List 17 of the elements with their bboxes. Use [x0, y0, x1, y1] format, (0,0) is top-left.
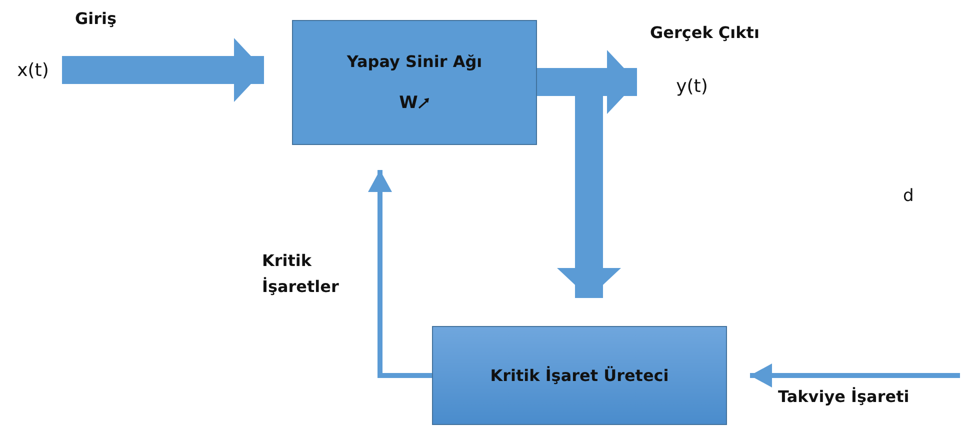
arrow	[368, 170, 432, 378]
variable-label: d	[903, 186, 914, 206]
process-box	[292, 20, 537, 145]
weight-symbol: W	[399, 93, 418, 113]
arrow	[750, 364, 960, 388]
signal-label: x(t)	[17, 60, 49, 80]
edge-label: Kritik İşaretler	[262, 250, 340, 298]
edge-label: Giriş	[75, 8, 117, 30]
signal-label: y(t)	[676, 76, 708, 96]
edge-label: Gerçek Çıktı	[650, 22, 760, 44]
block-arrow	[557, 96, 621, 298]
block-arrow	[62, 38, 264, 102]
box-title: Yapay Sinir Ağı	[346, 52, 482, 71]
block-arrow	[537, 50, 637, 114]
process-box	[432, 326, 727, 425]
edge-label: Takviye İşareti	[778, 386, 910, 408]
box-title: Kritik İşaret Üreteci	[490, 366, 669, 385]
